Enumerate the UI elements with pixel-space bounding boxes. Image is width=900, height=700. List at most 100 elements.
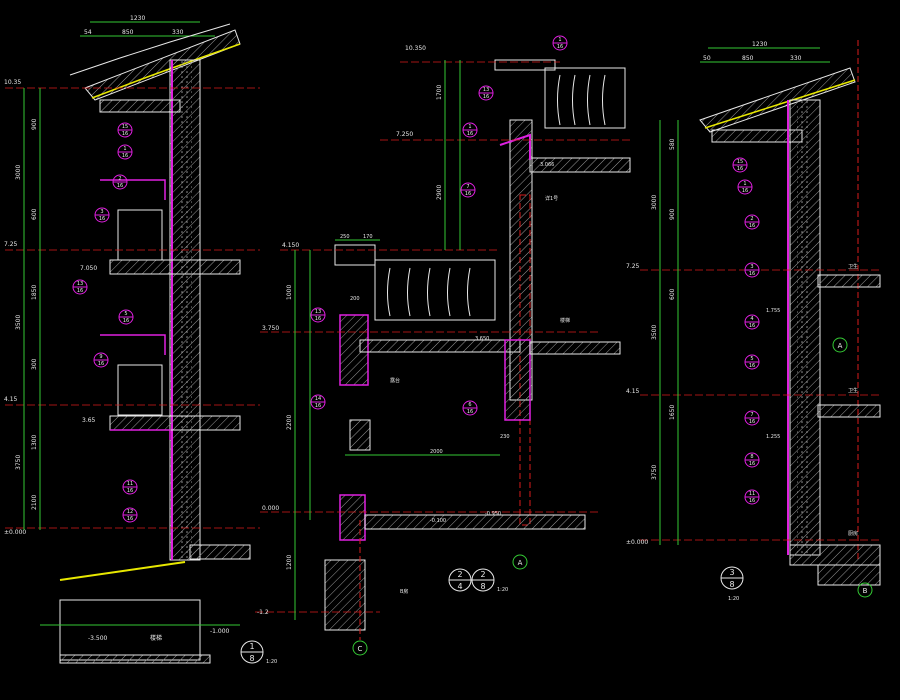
- section-tag-2: 2 4 2 8 1:20: [448, 568, 508, 593]
- dim-text: 230: [500, 434, 510, 440]
- wall-insulation: [797, 100, 809, 555]
- svg-text:16: 16: [749, 223, 755, 229]
- svg-text:16: 16: [749, 271, 755, 277]
- sill-trim: [100, 334, 166, 355]
- svg-text:16: 16: [122, 153, 128, 159]
- svg-text:16: 16: [315, 403, 321, 409]
- svg-text:1: 1: [468, 124, 471, 130]
- callout-bubble: 516: [744, 354, 760, 370]
- svg-text:15: 15: [737, 159, 743, 165]
- terrace-slab: [529, 157, 631, 173]
- svg-text:2: 2: [118, 176, 121, 182]
- svg-text:16: 16: [749, 498, 755, 504]
- floor-slab-2: [109, 259, 241, 275]
- svg-text:9: 9: [99, 354, 102, 360]
- callout-bubble: 216: [112, 174, 128, 190]
- dim-text: 2000: [430, 449, 443, 455]
- level-note: 1.255: [766, 434, 780, 440]
- dim-text: 1000: [286, 285, 293, 300]
- svg-text:2: 2: [480, 570, 485, 579]
- level-text: 7.250: [396, 131, 413, 138]
- svg-text:16: 16: [467, 409, 473, 415]
- svg-text:5: 5: [124, 311, 127, 317]
- note-text: 详1号: [545, 195, 558, 202]
- svg-text:8: 8: [750, 454, 753, 460]
- floor-slab-1: [109, 415, 241, 431]
- level-text: 10.35: [4, 79, 21, 86]
- level-note: 7.050: [80, 265, 97, 272]
- dim-text: 900: [31, 118, 38, 130]
- svg-text:16: 16: [98, 361, 104, 367]
- dim-text: 1230: [130, 15, 145, 22]
- dim-text: 1650: [669, 405, 676, 420]
- svg-text:16: 16: [127, 488, 133, 494]
- level-note: -0.950: [485, 511, 501, 517]
- middle-balusters: [387, 267, 471, 317]
- callout-bubble: 716: [460, 182, 476, 198]
- note-text: 楼梯: [560, 317, 570, 324]
- svg-text:7: 7: [750, 412, 753, 418]
- level-note: 3.65: [82, 417, 96, 424]
- dim-text: 600: [31, 208, 38, 220]
- level-text: ±0.000: [4, 529, 26, 536]
- level-note: 3.066: [540, 162, 554, 168]
- dim-text: 170: [363, 234, 373, 240]
- svg-text:A: A: [518, 559, 523, 567]
- svg-text:1: 1: [249, 642, 254, 651]
- column-cap: [349, 419, 371, 451]
- svg-text:16: 16: [123, 318, 129, 324]
- svg-text:3: 3: [729, 568, 734, 577]
- ground-slab: [364, 514, 586, 530]
- svg-text:16: 16: [122, 131, 128, 137]
- stair-base-slab: [59, 654, 211, 664]
- roof-slab: [84, 29, 241, 101]
- svg-text:1:20: 1:20: [728, 596, 739, 602]
- svg-text:8: 8: [729, 580, 734, 589]
- dim-text: 200: [350, 296, 360, 302]
- level-note: 1.755: [766, 308, 780, 314]
- svg-text:16: 16: [127, 516, 133, 522]
- note-text: B房: [400, 588, 408, 595]
- beam-section: [504, 339, 531, 421]
- callout-bubble: 316: [744, 262, 760, 278]
- parapet-cap: [494, 59, 556, 71]
- callout-bubble: 116: [117, 144, 133, 160]
- ground-slab: [789, 544, 881, 566]
- foundation: [817, 564, 881, 586]
- dim-text: 2100: [31, 495, 38, 510]
- level-text: 4.15: [4, 396, 18, 403]
- dim-text: 3750: [15, 455, 22, 470]
- svg-text:16: 16: [557, 44, 563, 50]
- upper-balusters: [557, 74, 606, 126]
- dim-text: 3500: [15, 315, 22, 330]
- svg-text:15: 15: [122, 124, 128, 130]
- svg-text:16: 16: [117, 183, 123, 189]
- svg-text:13: 13: [77, 281, 83, 287]
- svg-text:16: 16: [465, 191, 471, 197]
- callout-bubble: 116: [462, 122, 478, 138]
- roof-flashing: [704, 79, 856, 129]
- axis-bubble-a: A: [832, 337, 848, 353]
- eave-slab: [99, 99, 181, 113]
- svg-text:1: 1: [743, 181, 746, 187]
- dim-text: 3500: [651, 325, 658, 340]
- axis-bubble-a: A: [512, 554, 528, 570]
- dim-text: 600: [669, 288, 676, 300]
- svg-text:13: 13: [315, 309, 321, 315]
- dim-text: 1300: [31, 435, 38, 450]
- dim-text: 850: [742, 55, 754, 62]
- lower-pier: [339, 494, 366, 541]
- level-text: 4.150: [282, 242, 299, 249]
- level-text: 10.350: [405, 45, 426, 52]
- svg-text:16: 16: [99, 216, 105, 222]
- callout-bubble: 516: [118, 309, 134, 325]
- dim-text: 1200: [286, 555, 293, 570]
- callout-bubble: 616: [462, 400, 478, 416]
- axis-bubble-b: B: [857, 582, 873, 598]
- svg-text:16: 16: [483, 94, 489, 100]
